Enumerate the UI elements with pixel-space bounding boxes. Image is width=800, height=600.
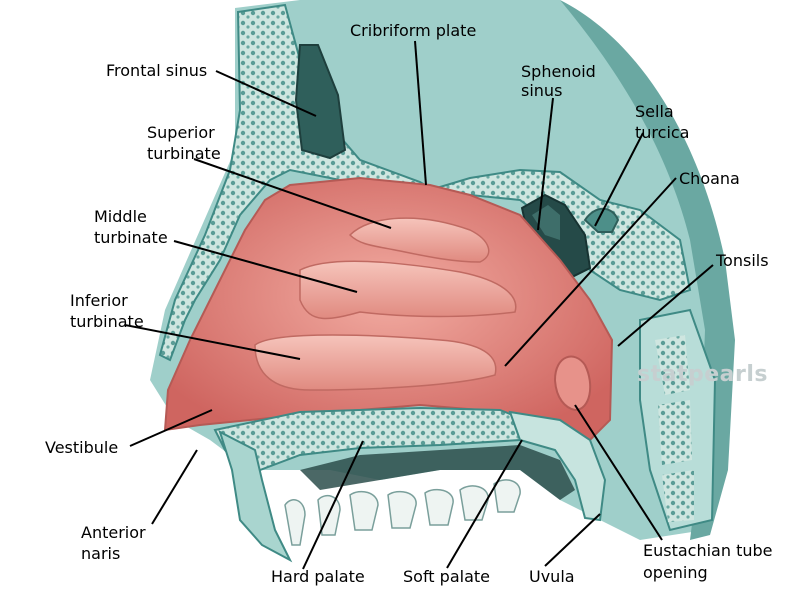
label-inferior-turbinate-line2: turbinate (70, 312, 144, 331)
label-sphenoid-sinus-line1: Sphenoid (521, 62, 596, 81)
label-frontal-sinus: Frontal sinus (106, 61, 208, 80)
label-middle-turbinate-line2: turbinate (94, 228, 168, 247)
eustachian-tube-shape (553, 355, 592, 412)
label-sphenoid-sinus-line2: sinus (521, 81, 563, 100)
label-vestibule: Vestibule (45, 438, 119, 457)
middle-turbinate-shape (299, 260, 517, 320)
label-sella-turcica-line2: turcica (635, 123, 690, 142)
label-hard-palate: Hard palate (271, 567, 365, 586)
label-tonsils: Tonsils (716, 251, 769, 270)
leader-lines (124, 40, 714, 570)
superior-turbinate-shape (348, 217, 490, 263)
upper-lip (218, 430, 293, 563)
label-middle-turbinate-line1: Middle (94, 207, 147, 226)
label-sella-turcica-line1: Sella (635, 102, 674, 121)
label-uvula: Uvula (529, 567, 575, 586)
label-cribriform-plate: Cribriform plate (350, 21, 477, 40)
label-superior-turbinate-line1: Superior (147, 123, 215, 142)
label-choana: Choana (679, 169, 740, 188)
label-eustachian-tube-line2: opening (643, 563, 708, 582)
label-soft-palate: Soft palate (403, 567, 490, 586)
label-superior-turbinate-line2: turbinate (147, 144, 221, 163)
sella-turcica (583, 207, 620, 233)
label-anterior-naris-line1: Anterior (81, 523, 146, 542)
label-anterior-naris-line2: naris (81, 544, 121, 563)
soft-palate-shape (508, 410, 607, 522)
label-eustachian-tube-line1: Eustachian tube (643, 541, 773, 560)
label-inferior-turbinate-line1: Inferior (70, 291, 128, 310)
watermark: statpearls (637, 362, 768, 387)
inferior-turbinate-shape (254, 334, 497, 391)
pharynx-spine (639, 308, 717, 532)
oral-cavity (300, 445, 575, 500)
